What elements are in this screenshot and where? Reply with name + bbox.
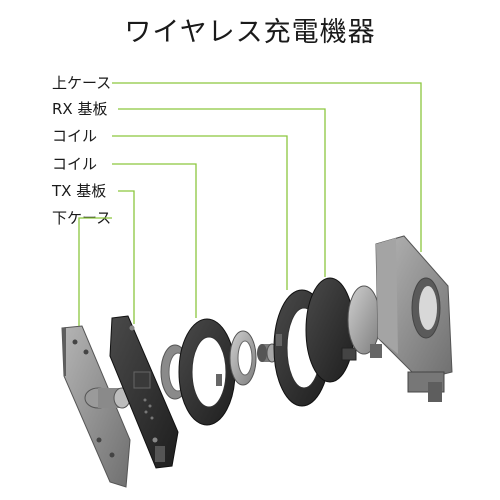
leader-line-upper-case (112, 82, 422, 252)
label-coil-rx: コイル (52, 127, 98, 145)
tx-board-part (109, 315, 179, 469)
leader-line-coil-rx (112, 135, 288, 290)
label-coil-tx: コイル (52, 155, 98, 173)
label-rx-board: RX 基板 (52, 100, 108, 118)
diagram-title: ワイヤレス充電機器 (124, 17, 376, 48)
leader-line-lower-case (78, 217, 112, 330)
label-upper-case: 上ケース (52, 74, 112, 92)
tx-coil-part (178, 318, 236, 426)
middle-spacer-ring-part (229, 330, 257, 386)
leader-line-coil-tx (112, 163, 197, 318)
label-tx-board: TX 基板 (52, 182, 107, 200)
leader-line-tx-board (118, 190, 135, 324)
rx-cover-disc-part (347, 285, 382, 358)
leader-line-rx-board (118, 108, 326, 277)
upper-case-part (375, 235, 453, 402)
